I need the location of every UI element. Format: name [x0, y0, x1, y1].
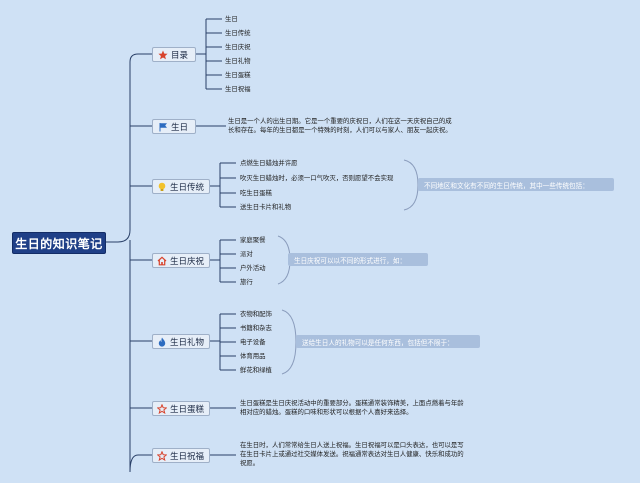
topic-qingzhu-label: 生日庆祝	[170, 256, 205, 267]
chuantong-item[interactable]: 吹灭生日蜡烛时，必须一口气吹灭，否则愿望不会实现	[240, 174, 394, 182]
qingzhu-item[interactable]: 旅行	[240, 278, 253, 286]
mulu-item[interactable]: 生日庆祝	[225, 43, 251, 51]
chuantong-item[interactable]: 点燃生日蜡烛并许愿	[240, 159, 298, 167]
mulu-item[interactable]: 生日礼物	[225, 57, 251, 65]
shengri-text-line: 长和存在。每年的生日都是一个特殊的时刻，人们可以与家人、朋友一起庆祝。	[228, 126, 452, 134]
mulu-item[interactable]: 生日蛋糕	[225, 71, 251, 79]
dangao-text-line: 生日蛋糕是生日庆祝活动中的重要部分。蛋糕通常装饰精美，上面点燃着与年龄	[240, 399, 464, 407]
dangao-text: 生日蛋糕是生日庆祝活动中的重要部分。蛋糕通常装饰精美，上面点燃着与年龄 相对应的…	[240, 399, 480, 417]
star-outline-icon	[157, 403, 167, 414]
root-topic[interactable]: 生日的知识笔记	[12, 232, 106, 254]
bulb-icon	[157, 181, 167, 192]
topic-chuantong-label: 生日传统	[170, 182, 205, 193]
home-icon	[157, 255, 167, 266]
dangao-text-line: 相对应的蜡烛。蛋糕的口味和形状可以根据个人喜好来选择。	[240, 408, 413, 416]
topic-zhufu-label: 生日祝福	[170, 451, 205, 462]
zhufu-text-line: 祝愿。	[240, 459, 260, 467]
liwu-item[interactable]: 书籍和杂志	[240, 324, 272, 332]
topic-dangao[interactable]: 生日蛋糕	[152, 401, 210, 416]
qingzhu-item[interactable]: 户外活动	[240, 264, 266, 272]
mulu-item[interactable]: 生日传统	[225, 29, 251, 37]
topic-shengri[interactable]: 生日	[152, 119, 196, 134]
topic-qingzhu[interactable]: 生日庆祝	[152, 253, 210, 268]
shengri-text-line: 生日是一个人的出生日期。它是一个重要的庆祝日，人们在这一天庆祝自己的成	[228, 117, 452, 125]
qingzhu-note[interactable]: 生日庆祝可以以不同的形式进行，如：	[288, 253, 428, 266]
topic-mulu-label: 目录	[171, 50, 189, 61]
qingzhu-item[interactable]: 家庭聚餐	[240, 236, 266, 244]
zhufu-text: 在生日时，人们常常给生日人送上祝福。生日祝福可以是口头表达，也可以是写 在生日卡…	[240, 441, 480, 468]
star-outline-icon	[157, 450, 167, 461]
shengri-text: 生日是一个人的出生日期。它是一个重要的庆祝日，人们在这一天庆祝自己的成 长和存在…	[228, 117, 468, 135]
topic-dangao-label: 生日蛋糕	[170, 404, 205, 415]
mulu-item[interactable]: 生日祝福	[225, 85, 251, 93]
chuantong-item[interactable]: 送生日卡片和礼物	[240, 203, 292, 211]
flag-icon	[157, 121, 168, 132]
liwu-item[interactable]: 鲜花和绿植	[240, 366, 272, 374]
topic-zhufu[interactable]: 生日祝福	[152, 448, 210, 463]
liwu-item[interactable]: 电子设备	[240, 338, 266, 346]
zhufu-text-line: 在生日卡片上或通过社交媒体发送。祝福通常表达对生日人健康、快乐和成功的	[240, 450, 464, 458]
liwu-note[interactable]: 送给生日人的礼物可以是任何东西，包括但不限于：	[296, 335, 480, 348]
topic-liwu-label: 生日礼物	[170, 337, 205, 348]
mulu-item[interactable]: 生日	[225, 15, 238, 23]
liwu-item[interactable]: 体育用品	[240, 352, 266, 360]
topic-chuantong[interactable]: 生日传统	[152, 179, 210, 194]
flame-icon	[157, 336, 167, 347]
chuantong-item[interactable]: 吃生日蛋糕	[240, 189, 272, 197]
chuantong-note[interactable]: 不同地区和文化有不同的生日传统，其中一些传统包括：	[418, 178, 614, 191]
liwu-item[interactable]: 衣物和配饰	[240, 310, 272, 318]
qingzhu-item[interactable]: 派对	[240, 250, 253, 258]
topic-shengri-label: 生日	[171, 122, 189, 133]
star-icon	[157, 49, 168, 60]
topic-liwu[interactable]: 生日礼物	[152, 334, 210, 349]
topic-mulu[interactable]: 目录	[152, 47, 196, 62]
zhufu-text-line: 在生日时，人们常常给生日人送上祝福。生日祝福可以是口头表达，也可以是写	[240, 441, 464, 449]
